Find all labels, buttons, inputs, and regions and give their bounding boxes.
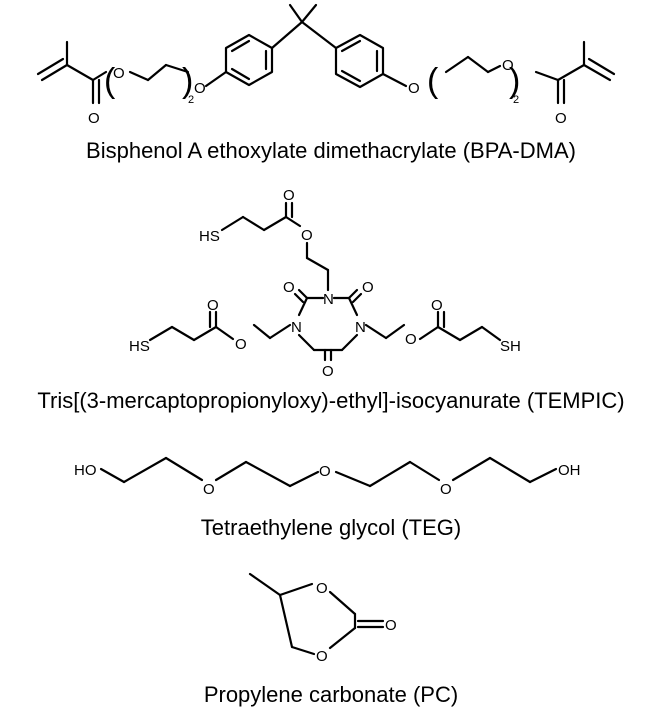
tempic-n-right: N (355, 319, 366, 336)
svg-text:): ) (182, 62, 193, 100)
caption-pc: Propylene carbonate (PC) (204, 682, 458, 707)
bpa-o-carbonyl-left: O (88, 110, 100, 127)
pc-o-carbonyl: O (385, 617, 397, 634)
tempic-n-top: N (323, 291, 334, 308)
bpa-o-ester-right: O (502, 57, 514, 74)
bpa-o-ester-left: O (113, 65, 125, 82)
tempic-o-top-ester: O (301, 227, 313, 244)
teg-ho: HO (74, 462, 97, 479)
svg-text:): ) (509, 62, 520, 100)
tempic-o-right-carbonyl: O (431, 297, 443, 314)
caption-bpa-dma: Bisphenol A ethoxylate dimethacrylate (B… (86, 138, 576, 163)
tempic-o-ring-left: O (283, 279, 295, 296)
bpa-repeat-subscript-left: 2 (188, 94, 194, 106)
tempic-o-left-carbonyl: O (207, 297, 219, 314)
teg-o-1: O (203, 481, 215, 498)
tempic-hs-top: HS (199, 228, 220, 245)
tempic-o-left-ester: O (235, 336, 247, 353)
teg-structure: HO O O O OH (74, 456, 581, 498)
tempic-sh-right: SH (500, 338, 521, 355)
teg-o-2: O (319, 463, 331, 480)
bpa-repeat-subscript-right: 2 (513, 94, 519, 106)
bpa-o-ether-left: O (194, 80, 206, 97)
tempic-n-left: N (291, 319, 302, 336)
bpa-o-carbonyl-right: O (555, 110, 567, 127)
caption-teg: Tetraethylene glycol (TEG) (201, 515, 461, 540)
bpa-o-ether-right: O (408, 80, 420, 97)
tempic-structure: N N N O O O O O O O O O HS HS SH (129, 187, 521, 380)
tempic-o-ring-right: O (362, 279, 374, 296)
teg-oh: OH (558, 462, 581, 479)
tempic-o-top-carbonyl: O (283, 187, 295, 204)
bpa-dma-structure: ( ) ( ) O O O O O O 2 2 (36, 3, 616, 127)
svg-text:(: ( (427, 62, 439, 100)
caption-tempic: Tris[(3-mercaptopropionyloxy)-ethyl]-iso… (37, 388, 624, 413)
tempic-o-right-ester: O (405, 331, 417, 348)
pc-structure: O O O (248, 572, 397, 665)
pc-o-ring-top: O (316, 580, 328, 597)
tempic-o-ring-bottom: O (322, 363, 334, 380)
teg-o-3: O (440, 481, 452, 498)
tempic-hs-left: HS (129, 338, 150, 355)
pc-o-ring-bottom: O (316, 648, 328, 665)
svg-text:(: ( (104, 62, 116, 100)
